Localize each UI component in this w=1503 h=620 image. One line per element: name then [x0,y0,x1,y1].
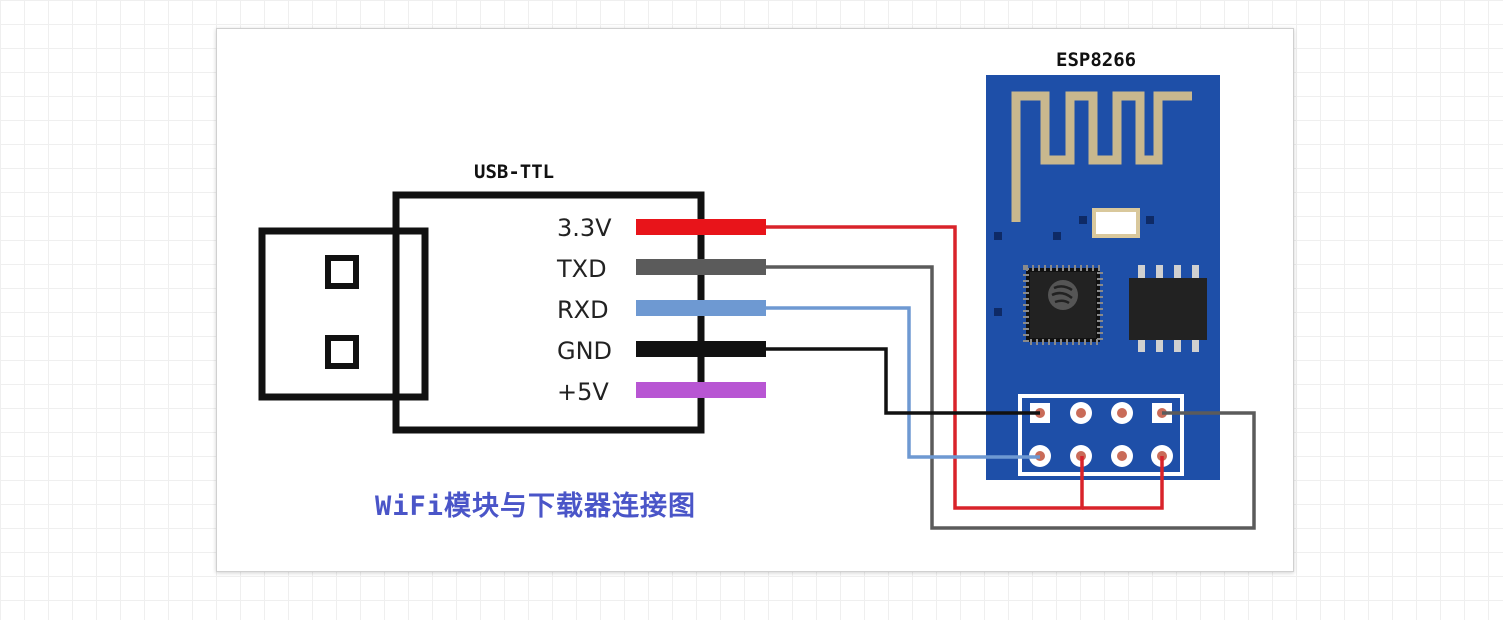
esp-chip-icon [1023,265,1103,345]
pin-label-gnd: GND [557,337,612,365]
pin-bar-txd [636,259,766,275]
pin-bar-3v3 [636,219,766,235]
wire-txd-gray [766,265,1256,530]
led-icon [1092,208,1140,238]
pin-label-rxd: RXD [557,296,609,324]
usb-plug-icon [258,227,429,401]
esp8266-module [986,75,1220,480]
pin-label-5v: +5V [557,378,609,406]
usb-ttl-title: USB-TTL [474,161,554,183]
wire-rxd-blue [766,306,1040,459]
pin-bar-rxd [636,300,766,316]
antenna-icon [1011,91,1192,222]
header-pins [1029,402,1173,467]
pin-label-3v3: 3.3V [557,214,612,242]
header-pin-dot [1117,451,1127,461]
pin-label-txd: TXD [556,255,607,283]
pin-header [1018,394,1184,476]
esp8266-title: ESP8266 [1056,49,1136,71]
pin-bar-5v [636,382,766,398]
wire-gnd-black [766,347,1040,415]
pin-bar-gnd [636,341,766,357]
wire-3v3-red [766,225,1084,510]
flash-chip-icon [1129,265,1207,352]
header-pin-dot [1117,408,1127,418]
header-pin-dot [1076,408,1086,418]
wire-3v3-red-branch [1082,456,1164,510]
diagram-caption: WiFi模块与下载器连接图 [375,490,696,522]
